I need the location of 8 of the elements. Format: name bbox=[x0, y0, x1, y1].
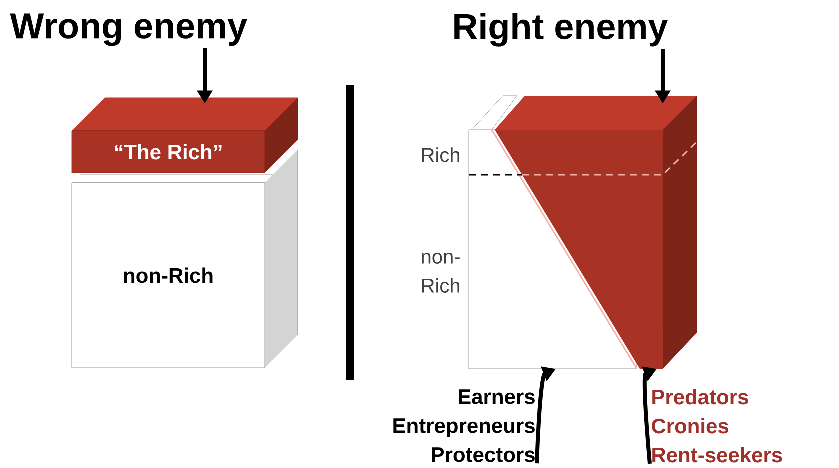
wedge-block bbox=[491, 96, 697, 370]
axis-label: Rich bbox=[422, 148, 460, 162]
axis-label: non-Rich bbox=[422, 253, 460, 293]
group-label: Predators Cronies Rent-seekers bbox=[652, 389, 782, 463]
rich-block: “The Rich” bbox=[72, 98, 298, 174]
heading: Right enemy bbox=[454, 13, 668, 47]
heading: Wrong enemy bbox=[10, 14, 248, 46]
group-label: Earners Entrepreneurs Protectors bbox=[394, 390, 535, 462]
